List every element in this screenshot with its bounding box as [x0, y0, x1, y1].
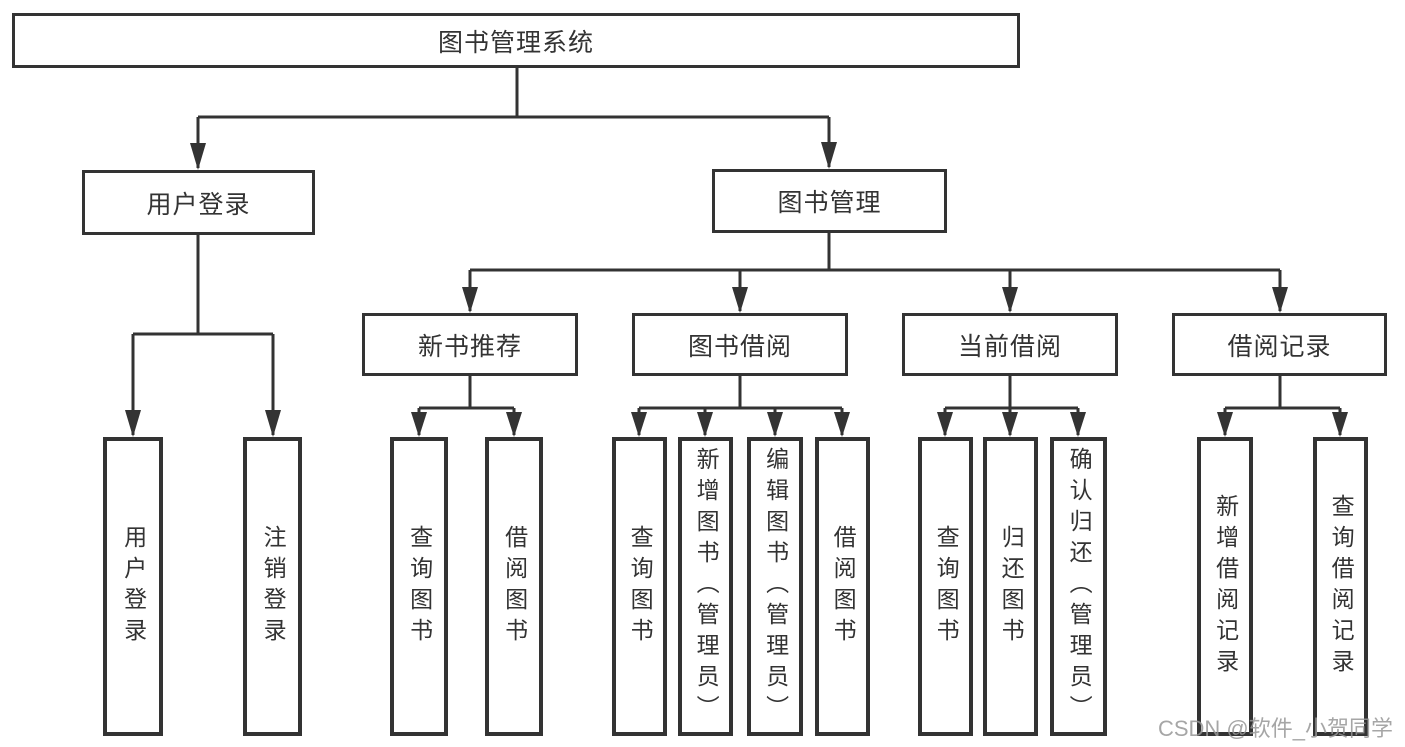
leaf-query-books-recommend-label: 查询图书 — [406, 524, 433, 649]
leaf-query-borrow-record: 查询借阅记录 — [1313, 437, 1368, 736]
leaf-query-books-current-label: 查询图书 — [933, 524, 960, 649]
node-book-borrow: 图书借阅 — [632, 313, 848, 376]
leaf-query-borrow-record-label: 查询借阅记录 — [1328, 493, 1355, 680]
leaf-user-login-label: 用户登录 — [120, 524, 147, 649]
node-root: 图书管理系统 — [12, 13, 1020, 68]
leaf-edit-book-admin-label: 编辑图书（管理员） — [762, 447, 789, 726]
leaf-borrow-books-label: 借阅图书 — [830, 524, 857, 649]
leaf-add-borrow-record: 新增借阅记录 — [1197, 437, 1253, 736]
leaf-add-book-admin-label: 新增图书（管理员） — [693, 447, 720, 726]
node-borrow-records: 借阅记录 — [1172, 313, 1387, 376]
leaf-logout-label: 注销登录 — [260, 524, 287, 649]
node-current-borrow: 当前借阅 — [902, 313, 1118, 376]
leaf-query-books-current: 查询图书 — [918, 437, 973, 736]
leaf-user-login: 用户登录 — [103, 437, 163, 736]
leaf-confirm-return-admin-label: 确认归还（管理员） — [1066, 447, 1093, 726]
leaf-edit-book-admin: 编辑图书（管理员） — [747, 437, 803, 736]
leaf-borrow-books: 借阅图书 — [815, 437, 870, 736]
leaf-borrow-books-recommend-label: 借阅图书 — [501, 524, 528, 649]
leaf-query-books-borrow-label: 查询图书 — [627, 524, 654, 649]
leaf-return-books-label: 归还图书 — [998, 524, 1025, 649]
node-new-book-recommend: 新书推荐 — [362, 313, 578, 376]
leaf-return-books: 归还图书 — [983, 437, 1038, 736]
arrowheads — [125, 142, 1348, 437]
leaf-add-borrow-record-label: 新增借阅记录 — [1212, 493, 1239, 680]
node-user-login: 用户登录 — [82, 170, 315, 235]
csdn-watermark: CSDN @软件_小贺同学 — [1157, 716, 1393, 741]
leaf-query-books-recommend: 查询图书 — [390, 437, 448, 736]
leaf-borrow-books-recommend: 借阅图书 — [485, 437, 543, 736]
leaf-confirm-return-admin: 确认归还（管理员） — [1050, 437, 1107, 736]
leaf-query-books-borrow: 查询图书 — [612, 437, 667, 736]
node-book-management: 图书管理 — [712, 169, 947, 233]
leaf-logout: 注销登录 — [243, 437, 302, 736]
leaf-add-book-admin: 新增图书（管理员） — [678, 437, 733, 736]
